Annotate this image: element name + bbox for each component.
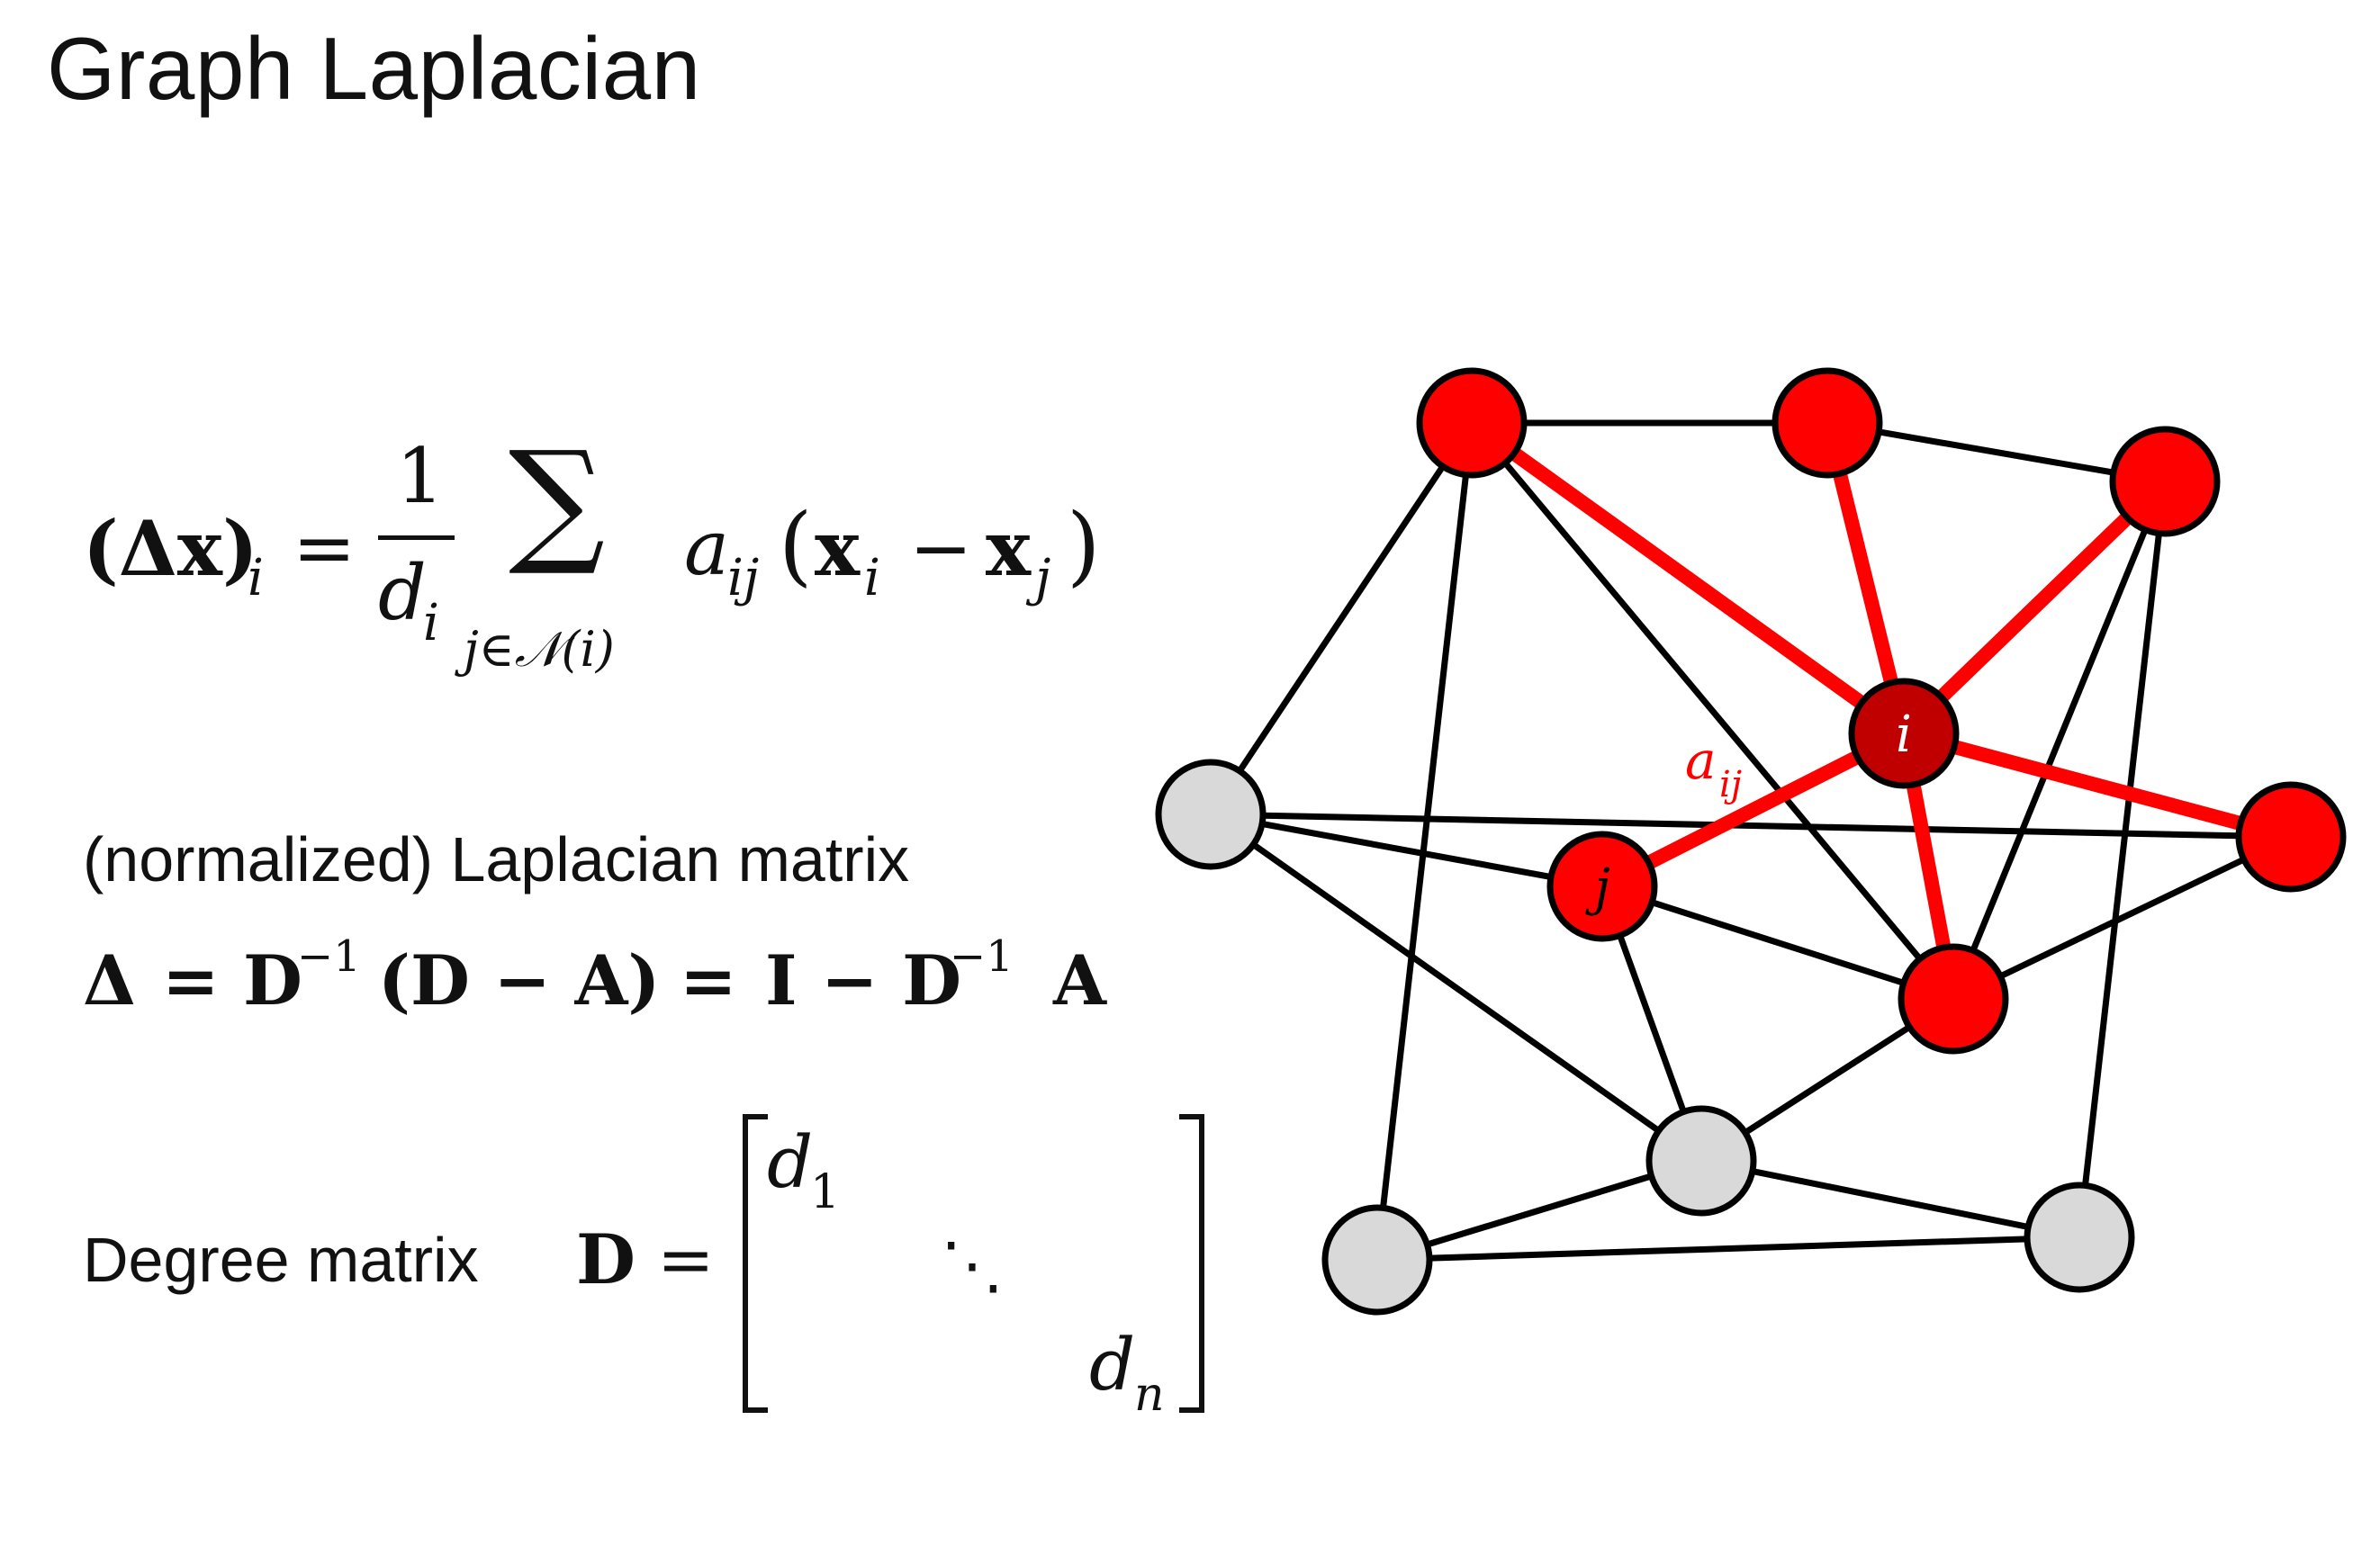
node-red <box>1416 367 1528 479</box>
node-gray <box>2024 1182 2135 1293</box>
fraction-denominator-sub: i <box>423 594 439 652</box>
node-red <box>2109 426 2221 537</box>
edge <box>1208 812 1704 1164</box>
node-red <box>1771 367 1883 479</box>
edge <box>1374 422 1475 1261</box>
edge <box>1376 1234 2080 1263</box>
sum-symbol: ∑ <box>509 423 606 580</box>
node-gray <box>1321 1204 1433 1316</box>
matrix-delta: Δ <box>83 940 136 1020</box>
matrix-sup1: −1 <box>297 931 361 982</box>
degree-matrix-label: Degree matrix <box>83 1225 479 1295</box>
edge <box>2076 481 2168 1238</box>
node-j <box>1546 831 1658 942</box>
node-gray <box>1155 759 1267 870</box>
fraction-numerator: 1 <box>396 432 445 520</box>
right-bracket-vertical <box>1199 1114 1204 1413</box>
formula-equals: = <box>293 504 356 592</box>
right-bracket-bottom <box>1179 1407 1204 1413</box>
sum-index: j∈𝒩(i) <box>464 621 615 678</box>
node-red <box>2235 781 2347 893</box>
edges <box>1208 419 2293 1263</box>
left-bracket-vertical <box>743 1114 748 1413</box>
left-bracket-top <box>743 1114 768 1119</box>
highlight-edge <box>1901 726 2294 844</box>
matrix-eq1: = <box>162 940 220 1020</box>
x-j-sub: j <box>1035 549 1051 607</box>
nodes <box>1155 367 2347 1316</box>
matrix-eq2: = <box>680 940 737 1020</box>
edge <box>1950 480 2168 1001</box>
fraction-bar <box>378 535 455 540</box>
matrix-d-inverse: D <box>243 940 302 1020</box>
degree-equals: = <box>657 1219 715 1299</box>
formula-lhs-sub: i <box>248 549 264 607</box>
degree-dn-sub: n <box>1134 1368 1165 1422</box>
node-gray <box>1645 1105 1757 1217</box>
formula-lhs: (Δx) <box>83 504 258 593</box>
slide-title: Graph Laplacian <box>47 19 701 118</box>
x-j: x <box>986 504 1032 593</box>
laplacian-matrix-label: (normalized) Laplacian matrix <box>83 824 910 894</box>
matrix-sup2: −1 <box>950 931 1014 982</box>
edge-label-a-sub: ij <box>1719 764 1742 805</box>
edge <box>1208 421 1474 816</box>
edge <box>1375 1157 1703 1263</box>
edge <box>1210 811 2292 840</box>
node-i-label: i <box>1896 706 1912 764</box>
matrix-rest: I − D <box>765 940 962 1020</box>
highlight-edge <box>1898 476 2170 739</box>
edge <box>1700 1157 2080 1241</box>
edge <box>1826 419 2166 485</box>
minus-sign: − <box>909 504 973 592</box>
matrix-a: A <box>1053 940 1106 1020</box>
fraction-denominator: d <box>378 549 427 637</box>
matrix-inner: (D − A) <box>378 940 661 1020</box>
highlight-edge <box>1467 417 1908 740</box>
paren-close: ) <box>1067 495 1101 596</box>
right-bracket-top <box>1179 1114 1204 1119</box>
term-a-sub: ij <box>727 549 760 607</box>
degree-d1-sub: 1 <box>810 1165 841 1219</box>
edge <box>1469 420 1956 1002</box>
node-red <box>1898 943 2009 1055</box>
degree-d1: d <box>767 1120 814 1204</box>
edge <box>1952 833 2293 1002</box>
paren-open: ( <box>779 495 813 596</box>
degree-diagonal-dots: ⋱ <box>941 1228 1004 1302</box>
x-i-sub: i <box>864 549 880 607</box>
node-i <box>1848 678 1960 789</box>
edge-label-a: a <box>1685 730 1717 791</box>
degree-dn: d <box>1089 1323 1136 1407</box>
left-bracket-bottom <box>743 1407 768 1413</box>
x-i: x <box>815 504 861 593</box>
edge <box>1210 811 1603 890</box>
term-a: a <box>684 504 730 592</box>
highlight-edge <box>1599 726 1907 894</box>
edge <box>1600 883 1955 1002</box>
degree-symbol: D <box>576 1219 636 1299</box>
